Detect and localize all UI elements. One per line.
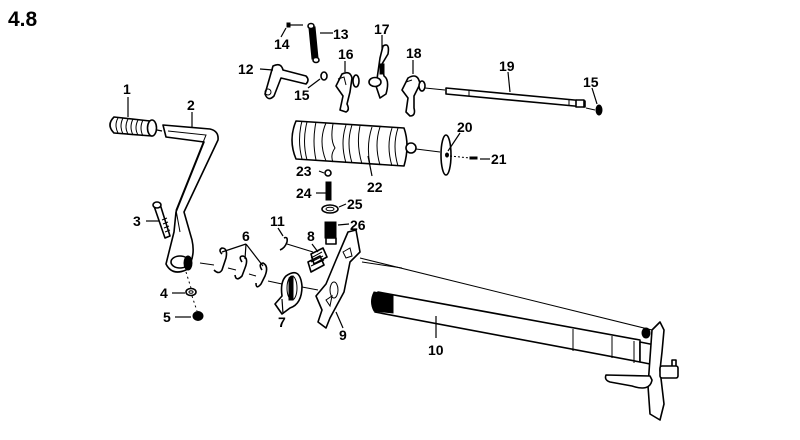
nut	[192, 311, 204, 321]
callout-10: 10	[428, 342, 444, 358]
callout-1: 1	[123, 81, 131, 97]
leader-26	[337, 223, 350, 226]
callout-26: 26	[350, 217, 366, 233]
leader-7	[281, 298, 284, 315]
plug-screw	[324, 221, 337, 245]
kick-start-rubber	[109, 116, 158, 137]
spring	[307, 247, 328, 273]
callout-21: 21	[491, 151, 507, 167]
indicator-disc	[440, 134, 452, 176]
callout-18: 18	[406, 45, 422, 61]
fork-shaft	[445, 87, 586, 108]
circlip	[320, 71, 328, 81]
circlips	[213, 247, 268, 288]
callout-11: 11	[270, 213, 285, 229]
callout-19: 19	[499, 58, 515, 74]
kick-start-lever	[156, 124, 219, 273]
leader-14	[280, 27, 287, 38]
callout-9: 9	[339, 327, 347, 343]
callout-14: 14	[274, 36, 290, 52]
callout-20: 20	[457, 119, 473, 135]
callout-5: 5	[163, 309, 171, 325]
callout-2: 2	[187, 97, 195, 113]
ball	[324, 169, 332, 177]
leader-15a	[307, 78, 321, 89]
shift-fork-16	[335, 71, 360, 113]
leader-8	[311, 243, 319, 253]
pin	[286, 22, 303, 28]
leader-25	[338, 203, 347, 208]
shift-shaft	[371, 291, 679, 421]
sealing-washer	[321, 204, 339, 214]
leader-11	[277, 227, 284, 237]
leader-15b	[591, 87, 598, 105]
leader-19	[507, 71, 511, 93]
callout-3: 3	[133, 213, 141, 229]
shift-pawl	[274, 271, 303, 315]
callout-22: 22	[367, 179, 383, 195]
circlip-2	[595, 104, 603, 116]
leader-22	[367, 155, 373, 177]
callout-15a: 15	[294, 87, 310, 103]
clamp-bolt	[152, 201, 171, 239]
shift-drum	[291, 120, 417, 167]
callout-12: 12	[238, 61, 254, 77]
callout-6: 6	[242, 228, 250, 244]
detent-spring	[325, 181, 332, 201]
callout-25: 25	[347, 196, 363, 212]
figure-number: 4.8	[8, 8, 38, 31]
spring-clip	[279, 236, 288, 251]
screw	[469, 156, 478, 160]
leader-6	[221, 243, 264, 267]
washer	[185, 287, 197, 297]
leader-12	[259, 68, 274, 71]
shift-fork-lever	[264, 63, 309, 100]
callout-7: 7	[278, 314, 286, 330]
callout-23: 23	[296, 163, 312, 179]
shift-plate	[315, 229, 361, 329]
callout-13: 13	[333, 26, 349, 42]
callout-24: 24	[296, 185, 312, 201]
callout-17: 17	[374, 21, 390, 37]
leader-9	[335, 311, 344, 329]
callout-8: 8	[307, 228, 315, 244]
callout-15b: 15	[583, 74, 599, 90]
leader-23	[318, 170, 325, 174]
callout-16: 16	[338, 46, 354, 62]
tension-spring	[307, 22, 320, 64]
shift-fork-18	[401, 75, 426, 117]
callout-4: 4	[160, 285, 168, 301]
leader-20	[447, 132, 461, 152]
shift-fork-17	[368, 44, 390, 99]
